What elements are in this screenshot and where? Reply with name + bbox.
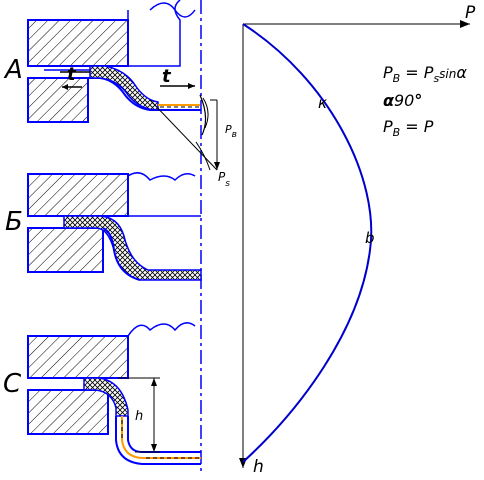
h-dimension-label: h bbox=[135, 409, 143, 424]
ps-label: Ps bbox=[218, 170, 230, 189]
stage-a-punch-profile bbox=[127, 0, 181, 67]
point-k-label: к bbox=[318, 94, 327, 112]
t-label-right: t bbox=[162, 66, 172, 87]
stage-b bbox=[27, 172, 202, 281]
stage-c-label: С bbox=[3, 369, 22, 399]
stage-a-lower-die bbox=[27, 77, 89, 123]
formula-block: PB = Pssinα α90° PB = P bbox=[383, 63, 467, 139]
t-label-left: t bbox=[67, 64, 77, 85]
pb-label: Pв bbox=[225, 123, 237, 140]
stage-b-strip bbox=[63, 215, 202, 281]
force-curve-plot bbox=[239, 20, 470, 468]
formula-line-2: α90° bbox=[383, 91, 422, 110]
stage-a-label: А bbox=[3, 55, 23, 85]
stage-c bbox=[27, 322, 201, 465]
stage-b-upper-die bbox=[27, 173, 129, 217]
stage-a bbox=[27, 0, 220, 171]
point-b-label: b bbox=[365, 229, 375, 247]
stage-b-lower-die bbox=[27, 227, 104, 273]
p-axis-label: P bbox=[465, 3, 476, 23]
stage-b-label: Б bbox=[5, 207, 23, 237]
stage-c-upper-die bbox=[27, 335, 129, 379]
force-curve bbox=[242, 23, 373, 463]
stage-c-lower-die bbox=[27, 389, 109, 435]
stage-a-strip bbox=[89, 65, 159, 111]
stage-a-upper-die bbox=[27, 19, 129, 67]
formula-line-3: PB = P bbox=[383, 117, 434, 139]
h-axis-label: h bbox=[253, 457, 264, 477]
formula-line-1: PB = Pssinα bbox=[383, 63, 467, 85]
